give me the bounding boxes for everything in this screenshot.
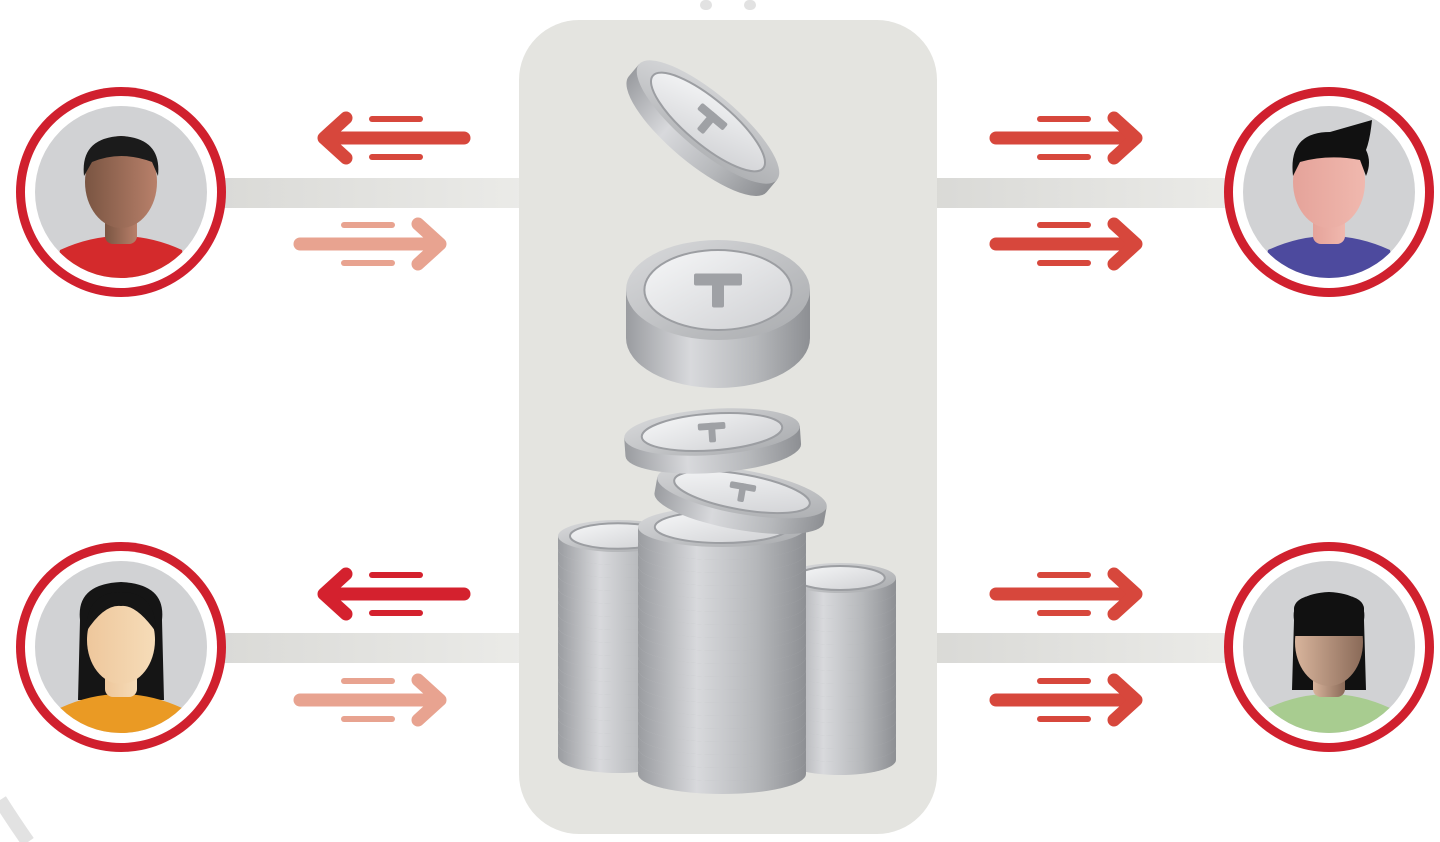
user-avatar-bottom-left <box>16 542 226 752</box>
outgoing-arrow-bottom-left <box>324 574 464 614</box>
top-edge-marks <box>700 0 756 10</box>
arrow-bottom-right-1 <box>996 574 1136 614</box>
arrow-bottom-right-2 <box>996 680 1136 720</box>
connectors <box>205 178 1235 663</box>
coin <box>626 60 780 196</box>
user-avatar-top-left <box>16 87 226 297</box>
arrow-top-right-2 <box>996 224 1136 264</box>
incoming-arrow-bottom-left <box>300 680 440 720</box>
coin <box>626 240 810 388</box>
user-avatar-top-right <box>1224 87 1434 297</box>
outgoing-arrow-top-left <box>324 118 464 158</box>
coin <box>654 465 827 535</box>
arrow-top-right-1 <box>996 118 1136 158</box>
user-avatar-bottom-right <box>1224 542 1434 752</box>
coin <box>784 563 896 606</box>
coin-stack-icon <box>558 60 896 794</box>
corner-arc-fragment <box>0 796 34 842</box>
incoming-arrow-top-left <box>300 224 440 264</box>
coin <box>624 408 802 474</box>
